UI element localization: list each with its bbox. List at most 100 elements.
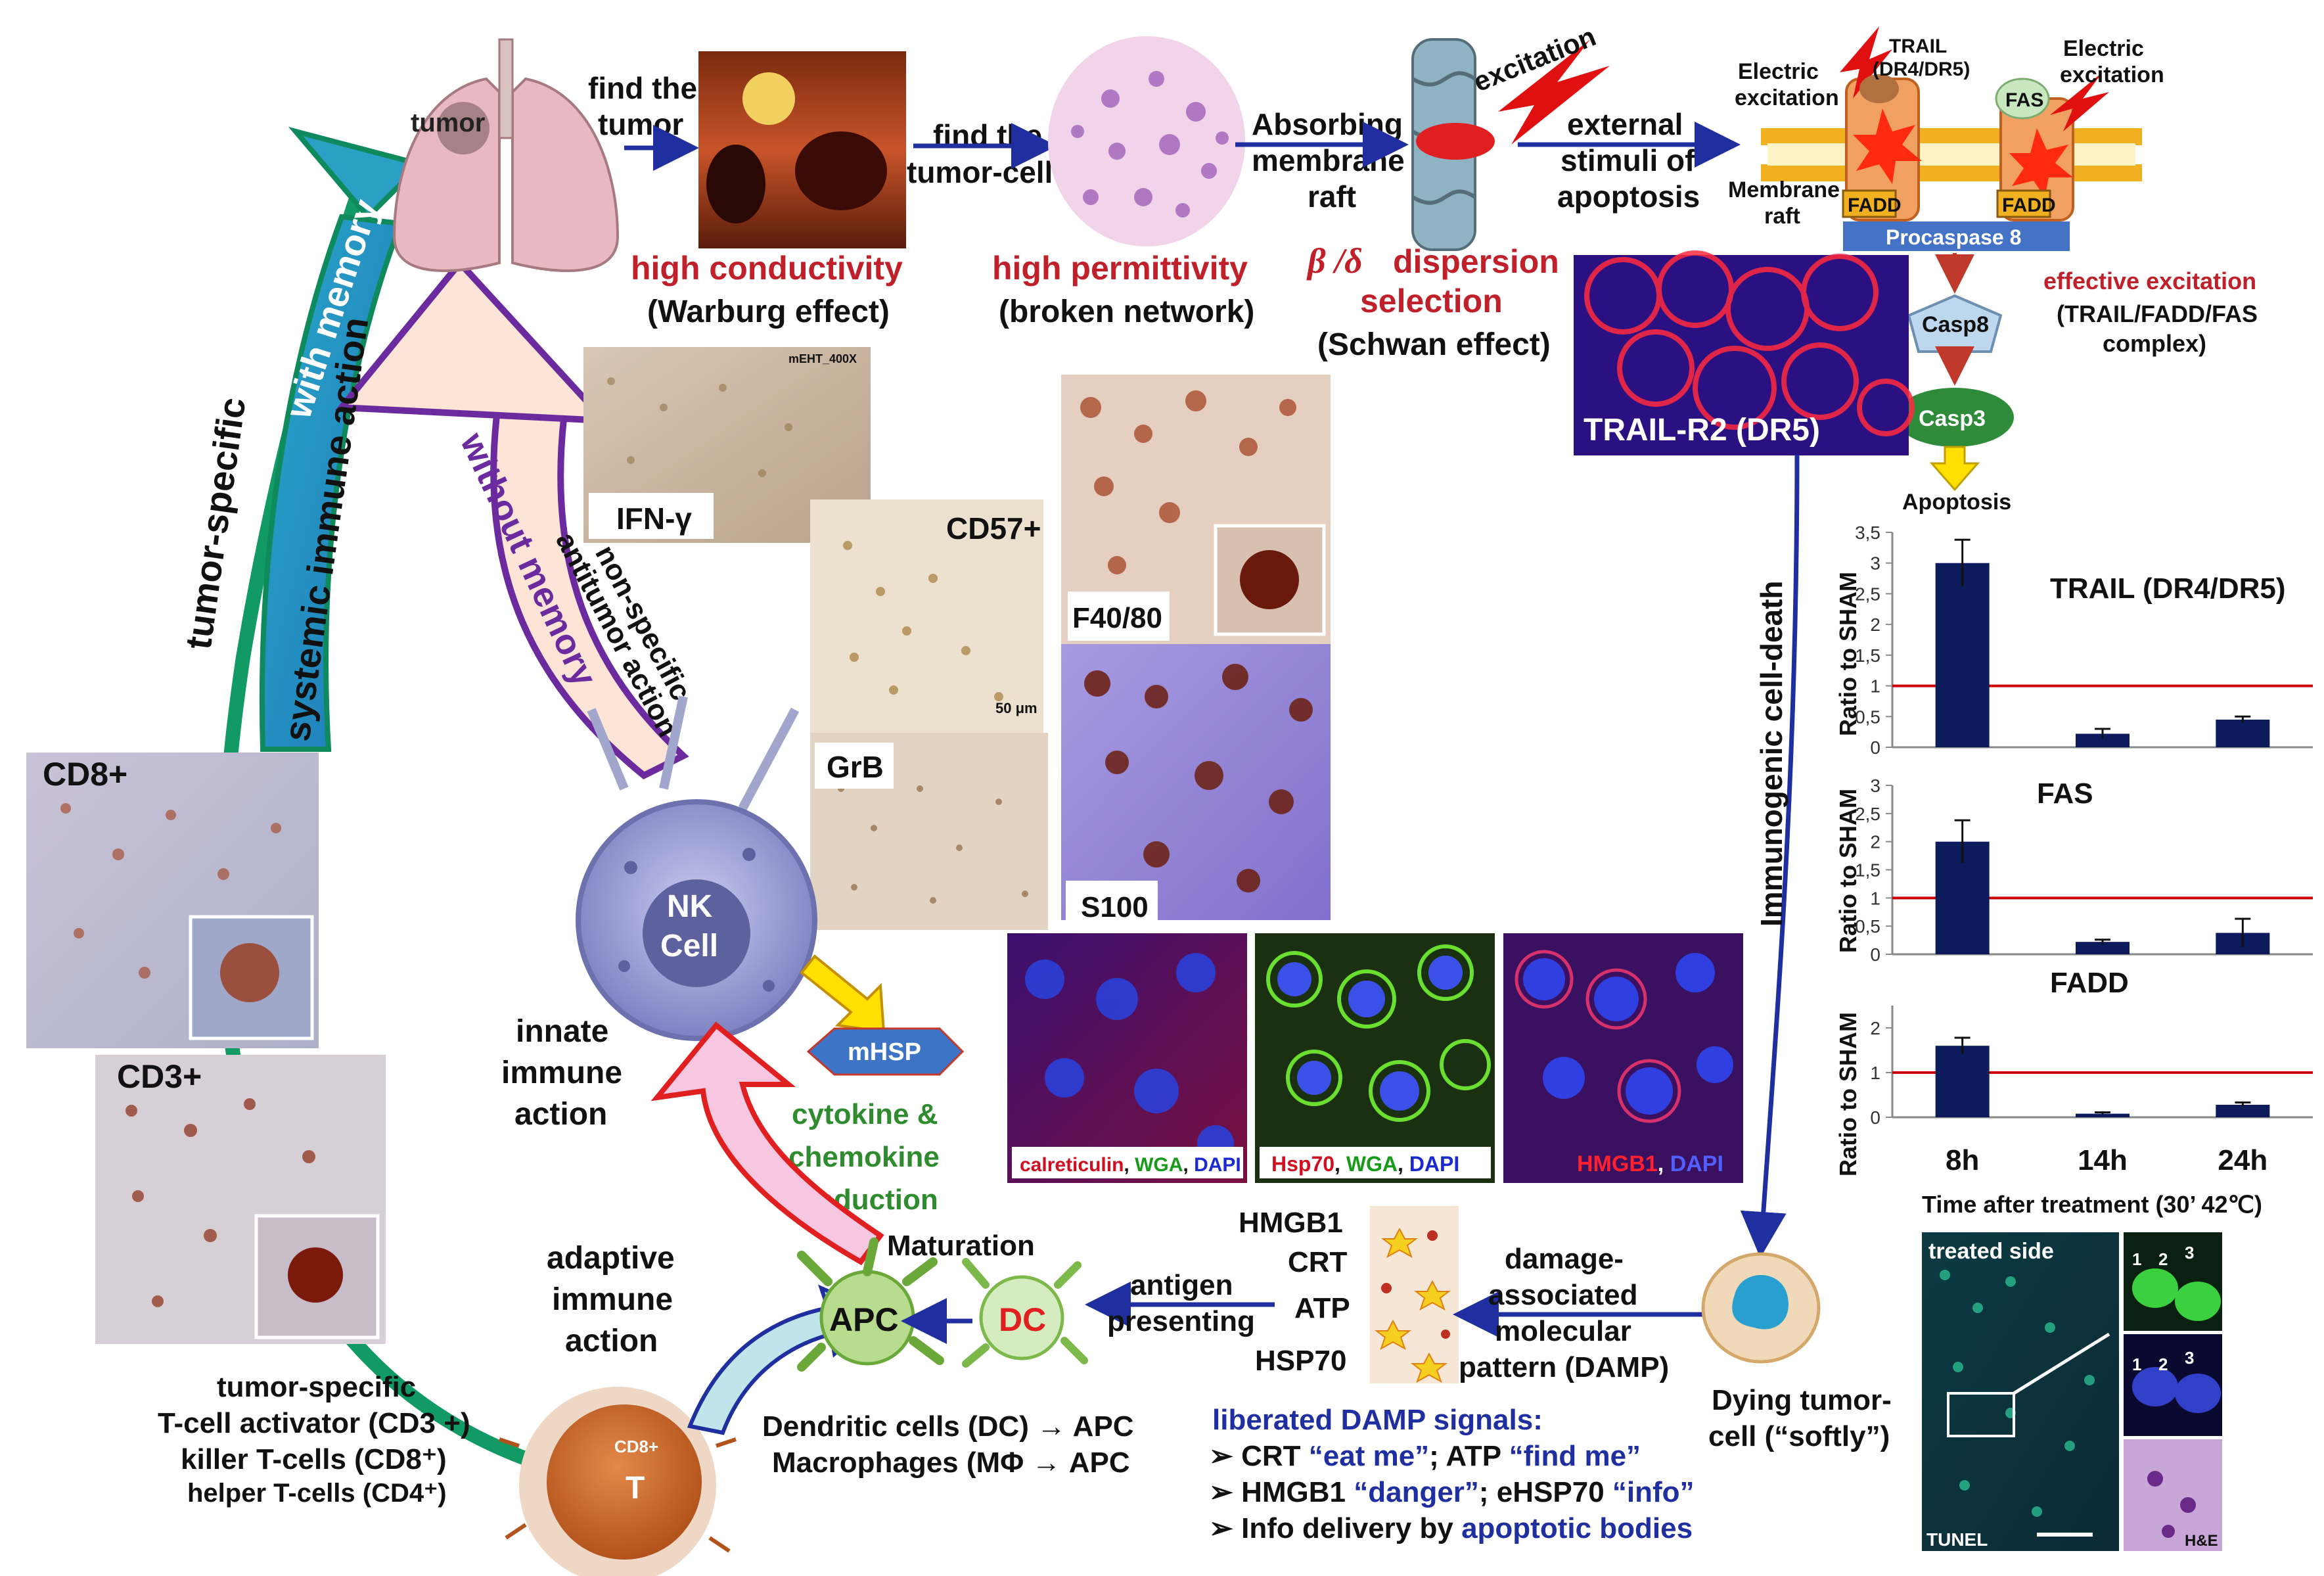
casp8-label: Casp8 (1922, 312, 1989, 337)
hsp70-label-box (1260, 1147, 1491, 1178)
tunel-panel (1922, 1232, 2222, 1551)
chart-tick-label: 1 (1870, 888, 1880, 908)
tunel-num-2b: 2 (2158, 1355, 2168, 1374)
raft-label-2: raft (1764, 204, 1800, 229)
tissue-network-image (1048, 36, 1245, 246)
antigen-1: antigen (1130, 1269, 1233, 1301)
calreticulin-caption: calreticulin, WGA, DAPI (1020, 1154, 1241, 1176)
chart-title: FADD (2050, 967, 2129, 999)
broken-network: (broken network) (999, 294, 1254, 329)
t-cell (499, 1387, 737, 1576)
without-memory-arrow (334, 258, 689, 779)
apc-to-nk-arrow (650, 1021, 884, 1266)
pet-scan-image (698, 51, 906, 248)
cd3-label: CD3+ (117, 1058, 202, 1095)
dc-label: DC (999, 1301, 1046, 1338)
adaptive-3: action (565, 1324, 658, 1358)
innate-2: immune (501, 1055, 622, 1090)
trail-label-1: TRAIL (1889, 35, 1947, 57)
dying-label-2: cell (“softly”) (1708, 1420, 1890, 1452)
chart-tick-label: 1,5 (1855, 860, 1880, 881)
electric-right-2: excitation (2060, 62, 2164, 87)
adaptive-2: immune (552, 1282, 673, 1317)
find-tumor-2: tumor (598, 107, 683, 141)
liberated-row2: ➢ HMGB1 “danger”; eHSP70 “info” (1209, 1476, 1695, 1508)
s100-panel (1061, 644, 1331, 920)
antigen-2: presenting (1107, 1305, 1255, 1337)
absorbing-2: membrane (1252, 143, 1405, 177)
tunel-num-1b: 1 (2132, 1355, 2141, 1374)
s100-label: S100 (1081, 891, 1149, 923)
damp-label-hmgb1: HMGB1 (1239, 1207, 1343, 1239)
chart-x-axis-title: Time after treatment (30’ 42℃) (1922, 1191, 2262, 1218)
trail-label-2: (DR4/DR5) (1873, 58, 1970, 80)
ifn-label: IFN-γ (616, 501, 692, 536)
damp-label-atp: ATP (1294, 1292, 1350, 1324)
casp3-label: Casp3 (1919, 406, 1986, 431)
chart-tick-label: 1,5 (1855, 645, 1880, 666)
tumor-specific-4: helper T-cells (CD4⁺) (187, 1479, 447, 1508)
apc-label: APC (829, 1301, 899, 1338)
chart-category-label: 14h (2078, 1144, 2128, 1176)
damp-desc-2: associated (1488, 1279, 1637, 1311)
chart-tick-label: 0,5 (1855, 916, 1880, 937)
innate-3: action (514, 1097, 607, 1132)
dc-apc-line: Dendritic cells (DC) → APC (762, 1410, 1134, 1443)
dying-tumor-cell (1701, 1252, 1821, 1364)
nk-cell (576, 695, 817, 1041)
damp-desc-1: damage- (1505, 1243, 1624, 1275)
chart-tick-label: 3 (1870, 776, 1880, 796)
chart-tick-label: 3,5 (1855, 522, 1880, 543)
damp-label-crt: CRT (1288, 1246, 1348, 1278)
hmgb1-panel (1503, 933, 1743, 1183)
scale-label: 50 μm (995, 700, 1037, 716)
damp-label-hsp70: HSP70 (1255, 1345, 1346, 1377)
hmgb1-label-box (1518, 1147, 1738, 1178)
chart-tick-label: 3 (1870, 553, 1880, 574)
casp3-shape (1896, 388, 2014, 447)
nk-label-1: NK (667, 889, 713, 924)
chart-tick-label: 1 (1870, 676, 1880, 697)
calreticulin-label-box (1012, 1147, 1243, 1178)
hsp70-caption: Hsp70, WGA, DAPI (1271, 1152, 1459, 1176)
cd57-label: CD57+ (946, 511, 1041, 545)
complex-2: complex) (2103, 330, 2206, 357)
mhsp-label: mHSP (848, 1038, 921, 1066)
cd3-panel (95, 1055, 386, 1344)
dc-cell (962, 1258, 1088, 1368)
chart-title: TRAIL (DR4/DR5) (2050, 572, 2286, 605)
tunel-num-2: 2 (2158, 1249, 2168, 1269)
warburg-effect: (Warburg effect) (647, 294, 890, 329)
ifn-label-box (589, 493, 714, 539)
tunel-num-3b: 3 (2185, 1348, 2194, 1368)
electric-left-1: Electric (1738, 59, 1819, 84)
cytokine-2: chemokine (788, 1141, 940, 1173)
damp-cell-illustration (1370, 1206, 1459, 1383)
ifn-tag: mEHT_400X (788, 352, 857, 365)
chart-y-axis-title: Ratio to SHAM (1834, 789, 1861, 953)
chart-bar (2076, 733, 2130, 747)
chart-y-axis-title: Ratio to SHAM (1834, 572, 1861, 736)
adaptive-1: adaptive (547, 1241, 675, 1276)
electric-left-2: excitation (1735, 85, 1839, 110)
arrow-to-apoptosis (1929, 446, 1980, 492)
chart-tick-label: 2,5 (1855, 584, 1880, 604)
chart-category-label: 24h (2218, 1144, 2267, 1176)
tumor-specific-1: tumor-specific (217, 1371, 416, 1403)
chart-bar (2076, 942, 2130, 954)
f4080-label: F40/80 (1072, 602, 1162, 634)
lung-image (392, 38, 620, 272)
chart-bar (1935, 1046, 1990, 1117)
cd8-label: CD8+ (43, 756, 127, 793)
high-conductivity: high conductivity (631, 250, 903, 287)
tunel-num-3: 3 (2185, 1243, 2194, 1263)
membrane-raft-protein-image (1411, 38, 1610, 251)
grb-label-box (815, 743, 894, 789)
selection-label: selection (1360, 283, 1503, 319)
damp-desc-4: pattern (DAMP) (1459, 1351, 1669, 1383)
external-2: stimuli of (1561, 143, 1695, 177)
membrane-bilayer (1761, 26, 2142, 251)
chart-tick-label: 0 (1870, 944, 1880, 965)
chart-tick-label: 2 (1870, 614, 1880, 635)
